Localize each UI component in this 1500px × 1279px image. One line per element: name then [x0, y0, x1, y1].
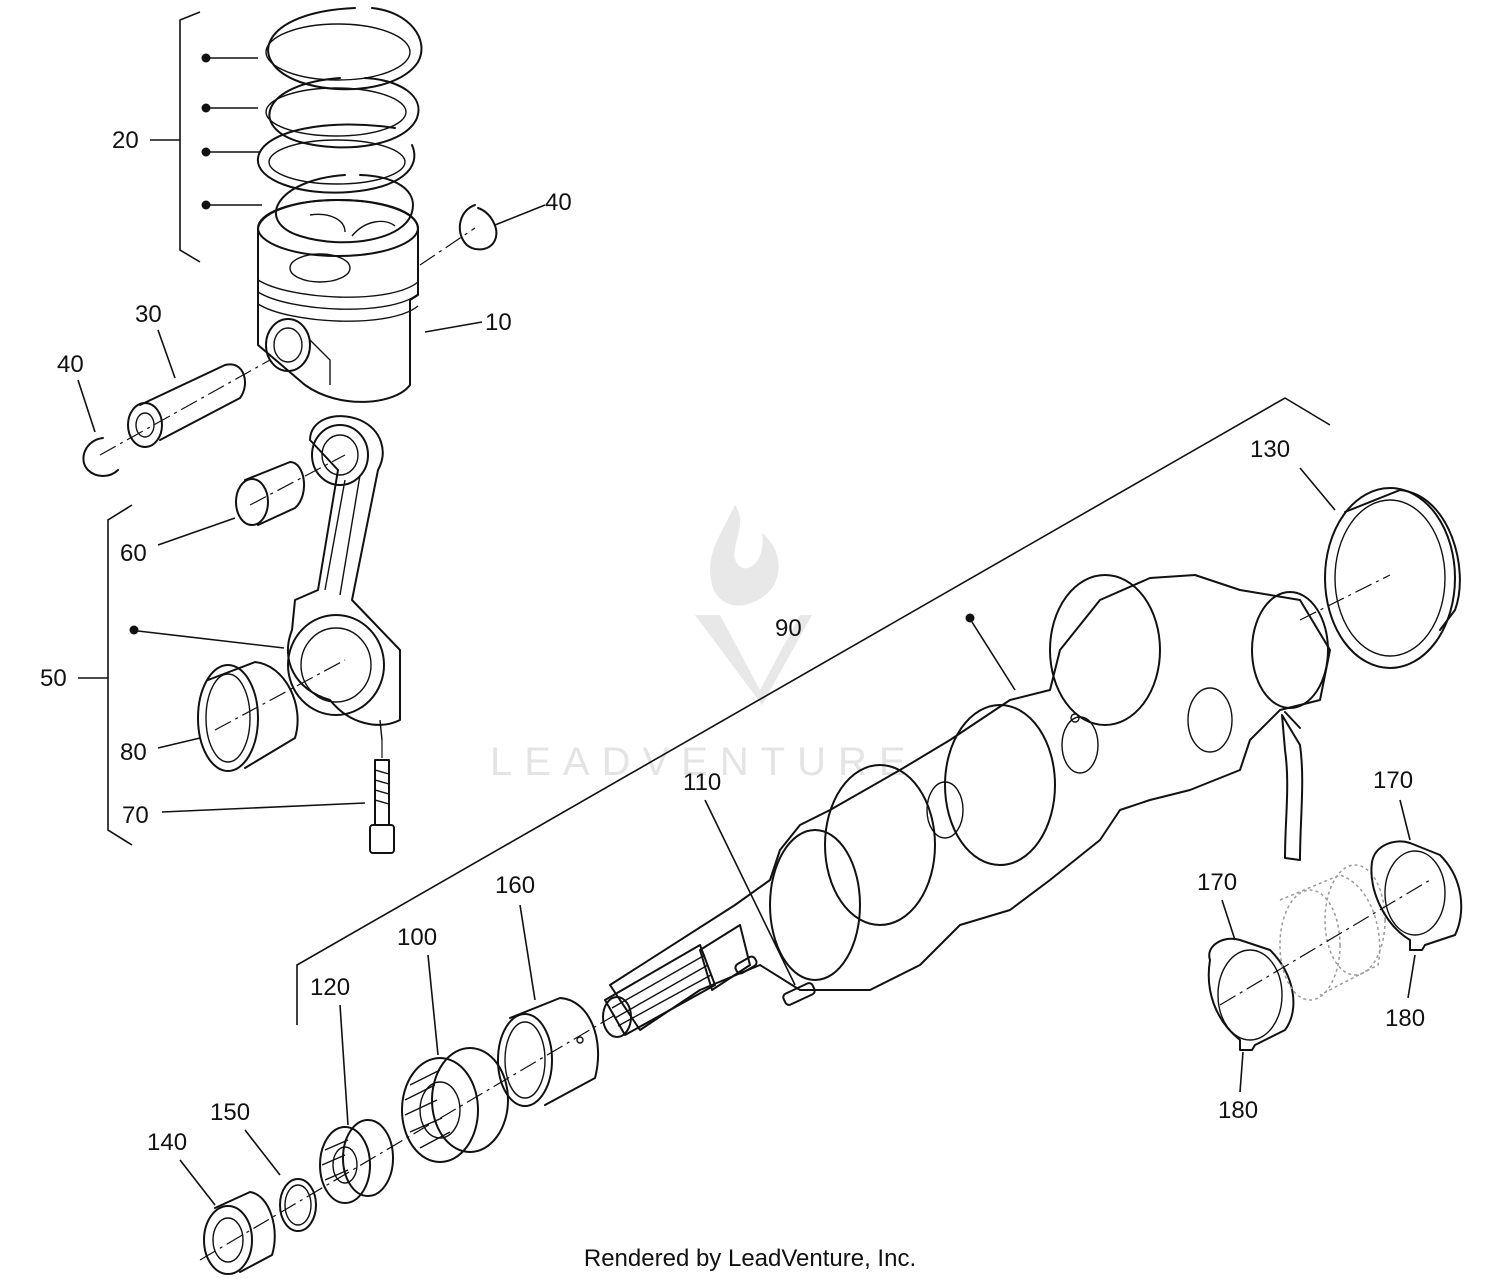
piston-ring-set: [256, 7, 423, 244]
piston-pin-circlip-left: [82, 437, 119, 477]
crank-gear-small: [319, 1119, 394, 1204]
callout-40-right: 40: [545, 189, 572, 216]
callout-90: 90: [775, 615, 802, 642]
piston-ring-oil: [275, 174, 414, 244]
front-bushing: [497, 997, 600, 1107]
leader-lines: [77, 53, 1416, 1206]
big-end-bearing: [197, 661, 299, 772]
front-collar: [203, 1191, 276, 1275]
connecting-rod-bolt: [369, 759, 395, 854]
thrust-washer-left: [1207, 937, 1295, 1051]
callout-150: 150: [210, 1099, 250, 1126]
callout-170-left: 170: [1197, 869, 1237, 896]
watermark-logo-icon: [695, 505, 812, 705]
piston-ring-3: [256, 123, 416, 194]
connecting-rod: [287, 415, 401, 741]
leadventure-watermark: LEADVENTURE: [490, 505, 918, 784]
bracket-50: [107, 504, 133, 846]
callout-110: 110: [683, 769, 721, 796]
piston-pin-circlip-right: [458, 204, 498, 251]
callout-180-left: 180: [1218, 1097, 1258, 1124]
callout-180-right: 180: [1385, 1005, 1425, 1032]
piston: [257, 199, 419, 403]
small-end-bushing: [235, 461, 306, 526]
bracket-90: [296, 397, 1331, 1025]
crankshaft-key: [782, 982, 816, 1006]
piston-ring-top: [267, 7, 423, 91]
callout-160: 160: [495, 872, 535, 899]
assembly-arrow-icon: [1281, 711, 1304, 861]
rear-main-bearing: [1324, 487, 1461, 669]
thrust-washer-right: [1370, 840, 1463, 951]
o-ring: [279, 1178, 317, 1232]
callout-60: 60: [120, 540, 147, 567]
callout-50: 50: [40, 665, 67, 692]
callout-10: 10: [485, 309, 512, 336]
callout-40-left: 40: [57, 351, 84, 378]
crankshaft: [602, 574, 1331, 1038]
callout-20: 20: [112, 127, 139, 154]
callout-130: 130: [1250, 436, 1290, 463]
main-bearing-ghost: [1279, 864, 1386, 1001]
callout-100: 100: [397, 924, 437, 951]
callout-170-right: 170: [1373, 767, 1413, 794]
callout-80: 80: [120, 739, 147, 766]
footer-credit: Rendered by LeadVenture, Inc.: [584, 1245, 916, 1272]
piston-pin: [127, 363, 246, 448]
callout-30: 30: [135, 301, 162, 328]
callout-120: 120: [310, 974, 350, 1001]
bracket-20: [179, 11, 201, 263]
crank-gear-large: [401, 1047, 509, 1163]
callout-140: 140: [147, 1129, 187, 1156]
callout-labels: 20 40 10 30 40 60 50 80 70 90 130 110 16…: [40, 127, 1425, 1156]
piston-ring-2: [268, 77, 420, 149]
callout-70: 70: [122, 802, 149, 829]
watermark-text: LEADVENTURE: [490, 740, 918, 784]
